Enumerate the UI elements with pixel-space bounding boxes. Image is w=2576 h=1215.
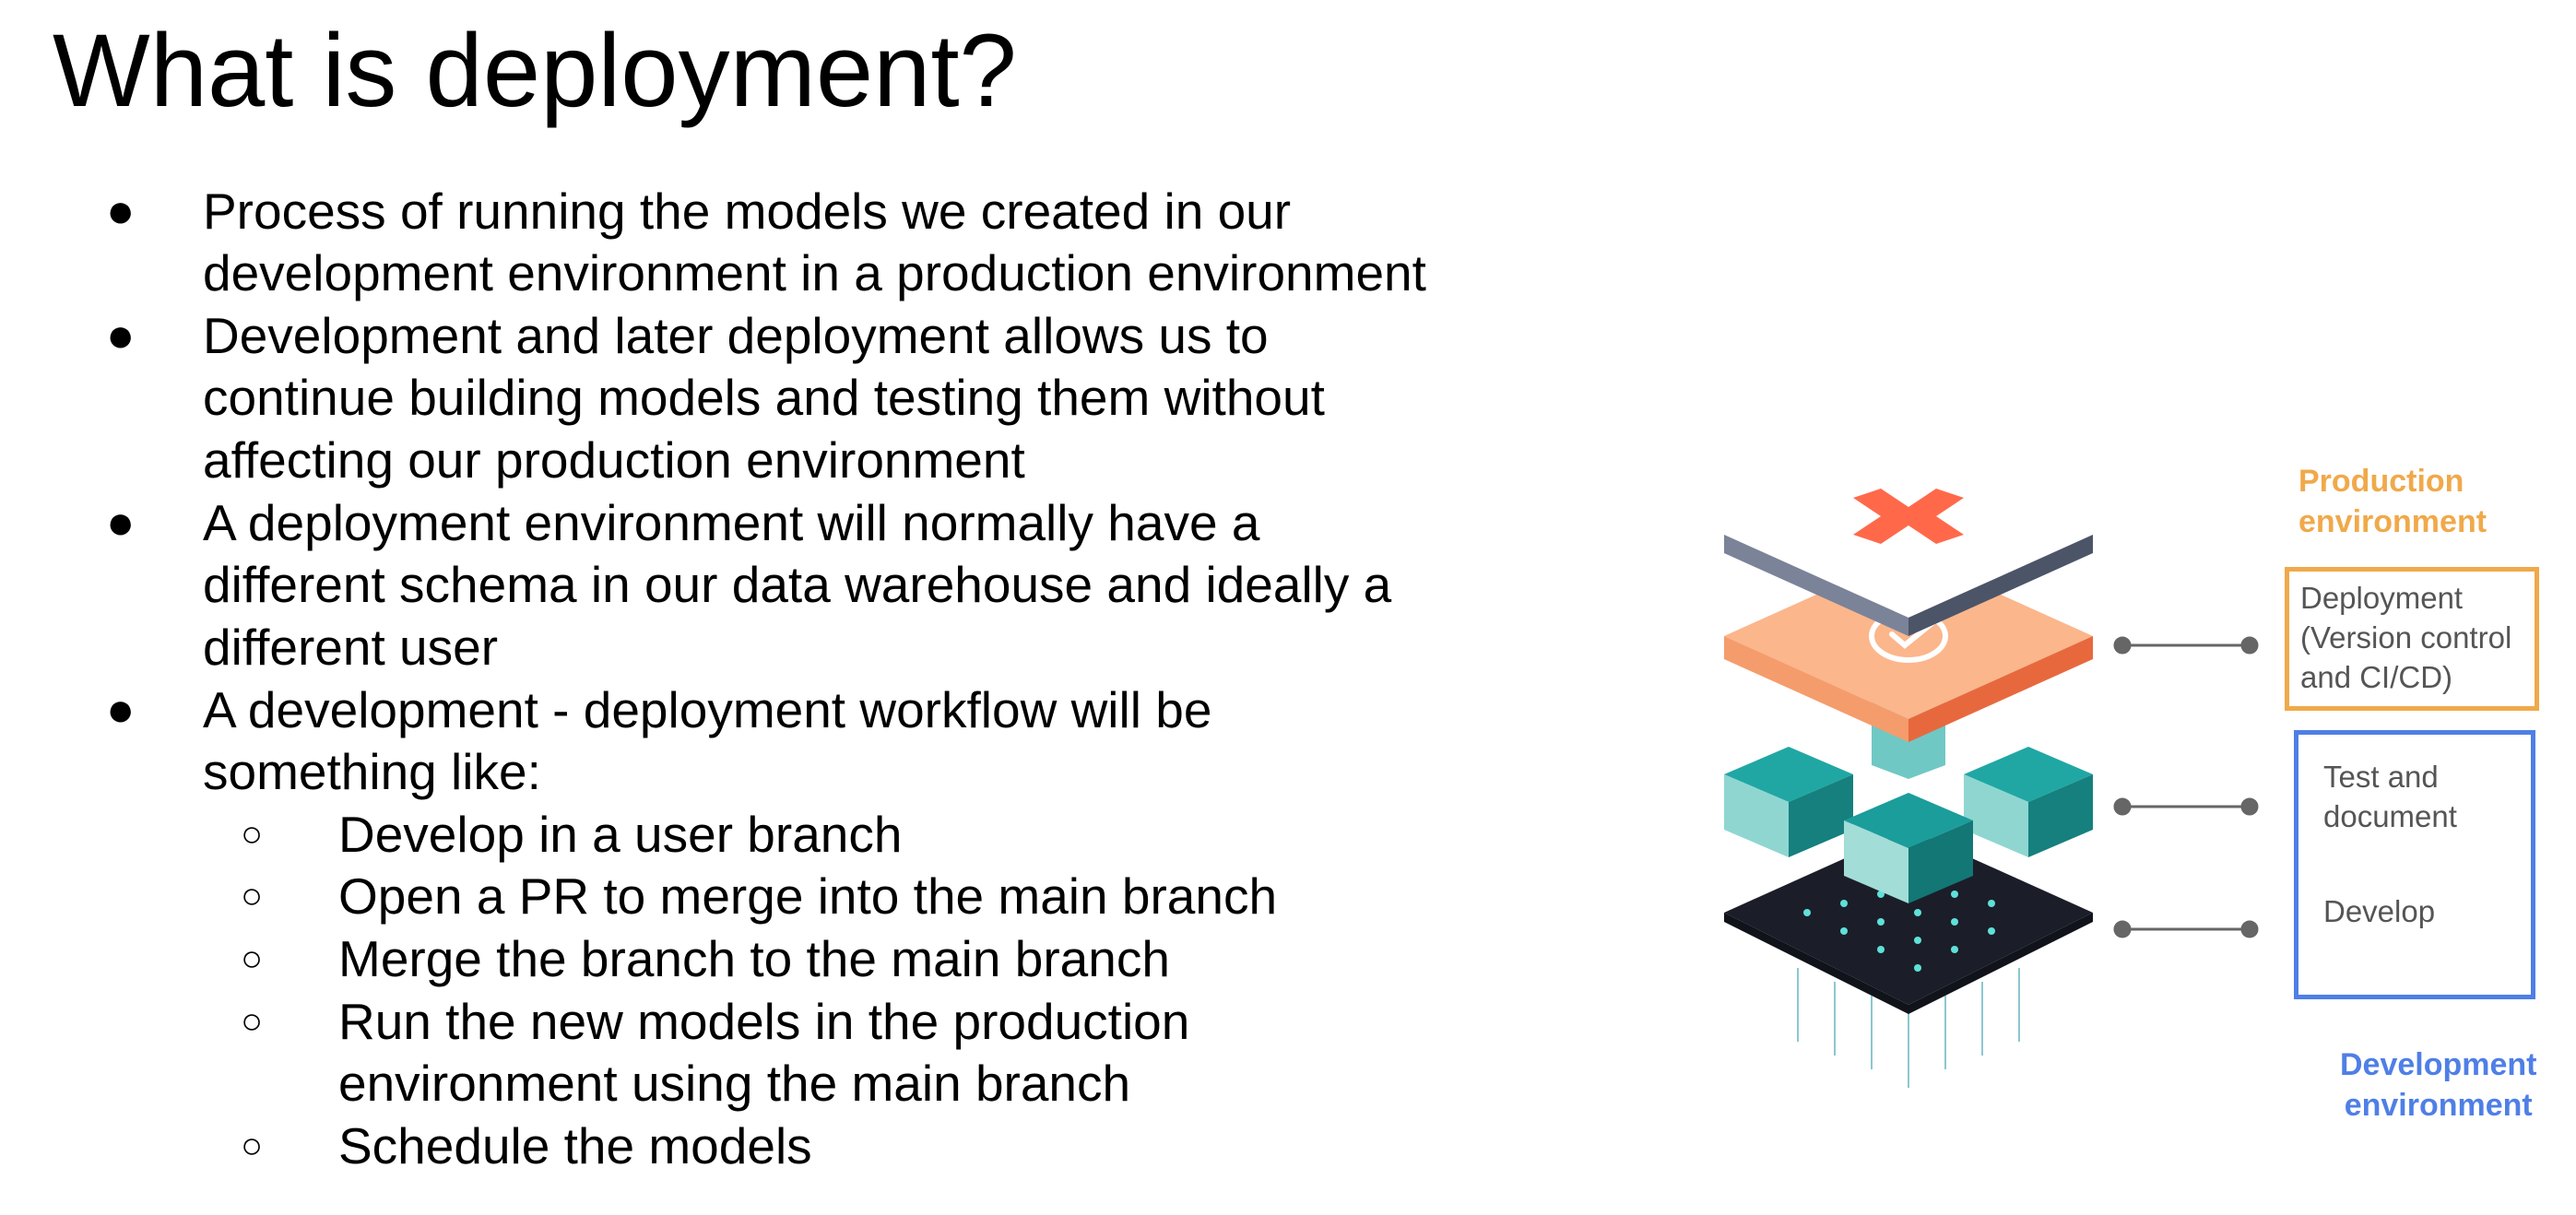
sub-bullet-1: Develop in a user branch	[338, 806, 903, 863]
sub-bullet-2: Open a PR to merge into the main branch	[338, 867, 1278, 925]
sub-bullet-ring: ○	[241, 1001, 264, 1042]
bullet-2-line-2: continue building models and testing the…	[203, 369, 1325, 426]
bullet-3-line-2: different schema in our data warehouse a…	[203, 556, 1392, 613]
bullet-dot: ●	[106, 309, 136, 362]
deployment-line-3: and CI/CD)	[2300, 660, 2453, 694]
sub-bullet-ring: ○	[241, 814, 264, 855]
development-label-line-1: Development	[2340, 1047, 2537, 1082]
production-label-line-2: environment	[2298, 504, 2487, 539]
bullet-3-line-1: A deployment environment will normally h…	[203, 494, 1260, 551]
top-layer	[1724, 452, 2093, 636]
test-line-1: Test and	[2323, 760, 2439, 794]
sub-bullet-ring: ○	[241, 1126, 264, 1166]
sub-bullet-3: Merge the branch to the main branch	[338, 930, 1170, 987]
bullet-dot: ●	[106, 496, 136, 549]
connector-lines	[1797, 968, 2020, 1088]
develop-text: Develop	[2323, 894, 2436, 928]
bullet-1-line-2: development environment in a production …	[203, 244, 1426, 301]
bullet-dot: ●	[106, 683, 136, 737]
slide-title: What is deployment?	[53, 13, 1017, 128]
sub-bullet-5: Schedule the models	[338, 1117, 812, 1174]
bullet-2-line-1: Development and later deployment allows …	[203, 307, 1269, 364]
bullet-4-line-1: A development - deployment workflow will…	[203, 681, 1212, 738]
bullet-2-line-3: affecting our production environment	[203, 431, 1025, 489]
sub-bullet-4-line-2: environment using the main branch	[338, 1055, 1131, 1112]
sub-bullet-ring: ○	[241, 876, 264, 916]
deployment-line-2: (Version control	[2300, 620, 2512, 655]
development-label-line-2: environment	[2344, 1088, 2533, 1123]
dbt-stack-illustration	[1724, 452, 2093, 1088]
base-platform	[1724, 830, 2093, 1014]
sub-bullet-4-line-1: Run the new models in the production	[338, 993, 1190, 1050]
test-line-2: document	[2323, 799, 2457, 833]
production-label-line-1: Production	[2298, 464, 2464, 499]
production-environment-label: Production environment	[2298, 461, 2487, 542]
bullet-1-line-1: Process of running the models we created…	[203, 183, 1292, 240]
development-environment-label: Development environment	[2340, 1044, 2537, 1126]
model-blocks	[1724, 687, 2093, 903]
test-document-text: Test and document	[2323, 757, 2457, 836]
deployment-box-text: Deployment (Version control and CI/CD)	[2300, 578, 2511, 697]
bullet-4-line-2: something like:	[203, 743, 541, 800]
diagram-connectors	[2113, 636, 2259, 938]
dbt-logo-icon	[1853, 489, 1964, 544]
bullet-dot: ●	[106, 184, 136, 238]
sub-bullet-ring: ○	[241, 938, 264, 979]
bullet-3-line-3: different user	[203, 619, 499, 676]
deployment-line-1: Deployment	[2300, 581, 2464, 615]
development-box: Test and document Develop	[2294, 730, 2535, 999]
deployment-box: Deployment (Version control and CI/CD)	[2285, 567, 2539, 711]
